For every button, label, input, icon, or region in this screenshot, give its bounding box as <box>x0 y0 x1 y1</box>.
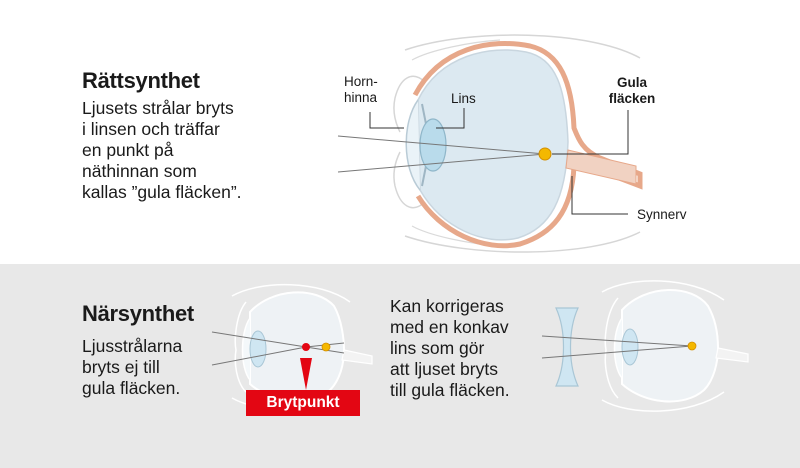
label-macula: Gula fläcken <box>608 75 656 106</box>
label-cornea: Horn- hinna <box>344 74 378 105</box>
focal-point-label: Brytpunkt <box>246 390 360 416</box>
large-eye-diagram <box>337 34 643 253</box>
myopia-description: Ljusstrålarna bryts ej till gula fläcken… <box>82 336 183 398</box>
myopia-title: Närsynthet <box>82 301 194 326</box>
focal-point-marker <box>302 343 310 351</box>
label-optic-nerve: Synnerv <box>637 207 687 222</box>
normal-vision-title: Rättsynthet <box>82 68 200 93</box>
label-lens: Lins <box>451 91 476 106</box>
corrected-eye-diagram <box>541 280 749 412</box>
correction-description: Kan korrigeras med en konkav lins som gö… <box>390 296 510 400</box>
normal-vision-description: Ljusets strålar bryts i linsen och träff… <box>82 98 242 202</box>
concave-lens <box>555 307 579 387</box>
myopic-eye-diagram <box>211 284 373 410</box>
focal-pointer <box>300 358 312 390</box>
